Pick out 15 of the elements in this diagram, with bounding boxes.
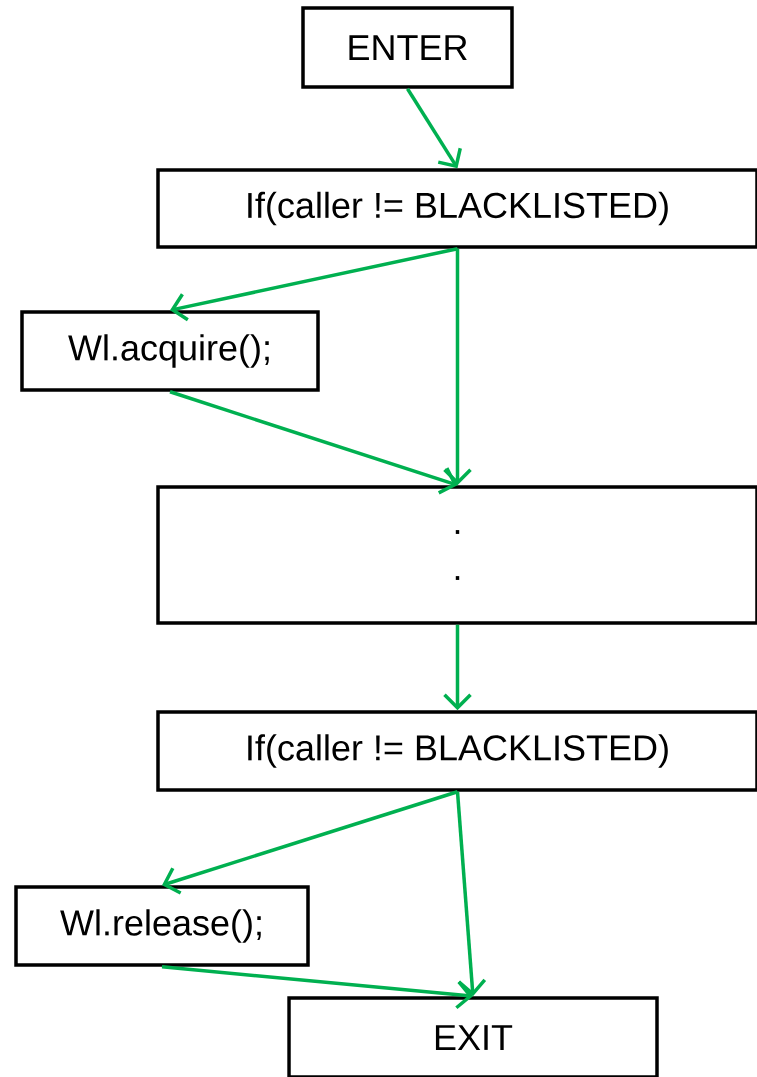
process-box: EXIT	[287, 996, 659, 1077]
process-box: If(caller != BLACKLISTED)	[156, 168, 757, 249]
arrow	[455, 791, 487, 997]
arrow	[443, 248, 472, 486]
arrow	[170, 247, 458, 322]
arrow	[443, 624, 472, 711]
process-box: ENTER	[301, 6, 514, 89]
arrow	[169, 390, 458, 495]
process-box: Wl.acquire();	[20, 310, 320, 392]
arrow	[161, 965, 473, 1010]
process-box: Wl.release();	[14, 885, 310, 967]
process-box: If(caller != BLACKLISTED)	[156, 710, 757, 792]
arrow	[406, 87, 462, 169]
process-box: . .	[156, 485, 757, 625]
arrow	[162, 790, 459, 895]
